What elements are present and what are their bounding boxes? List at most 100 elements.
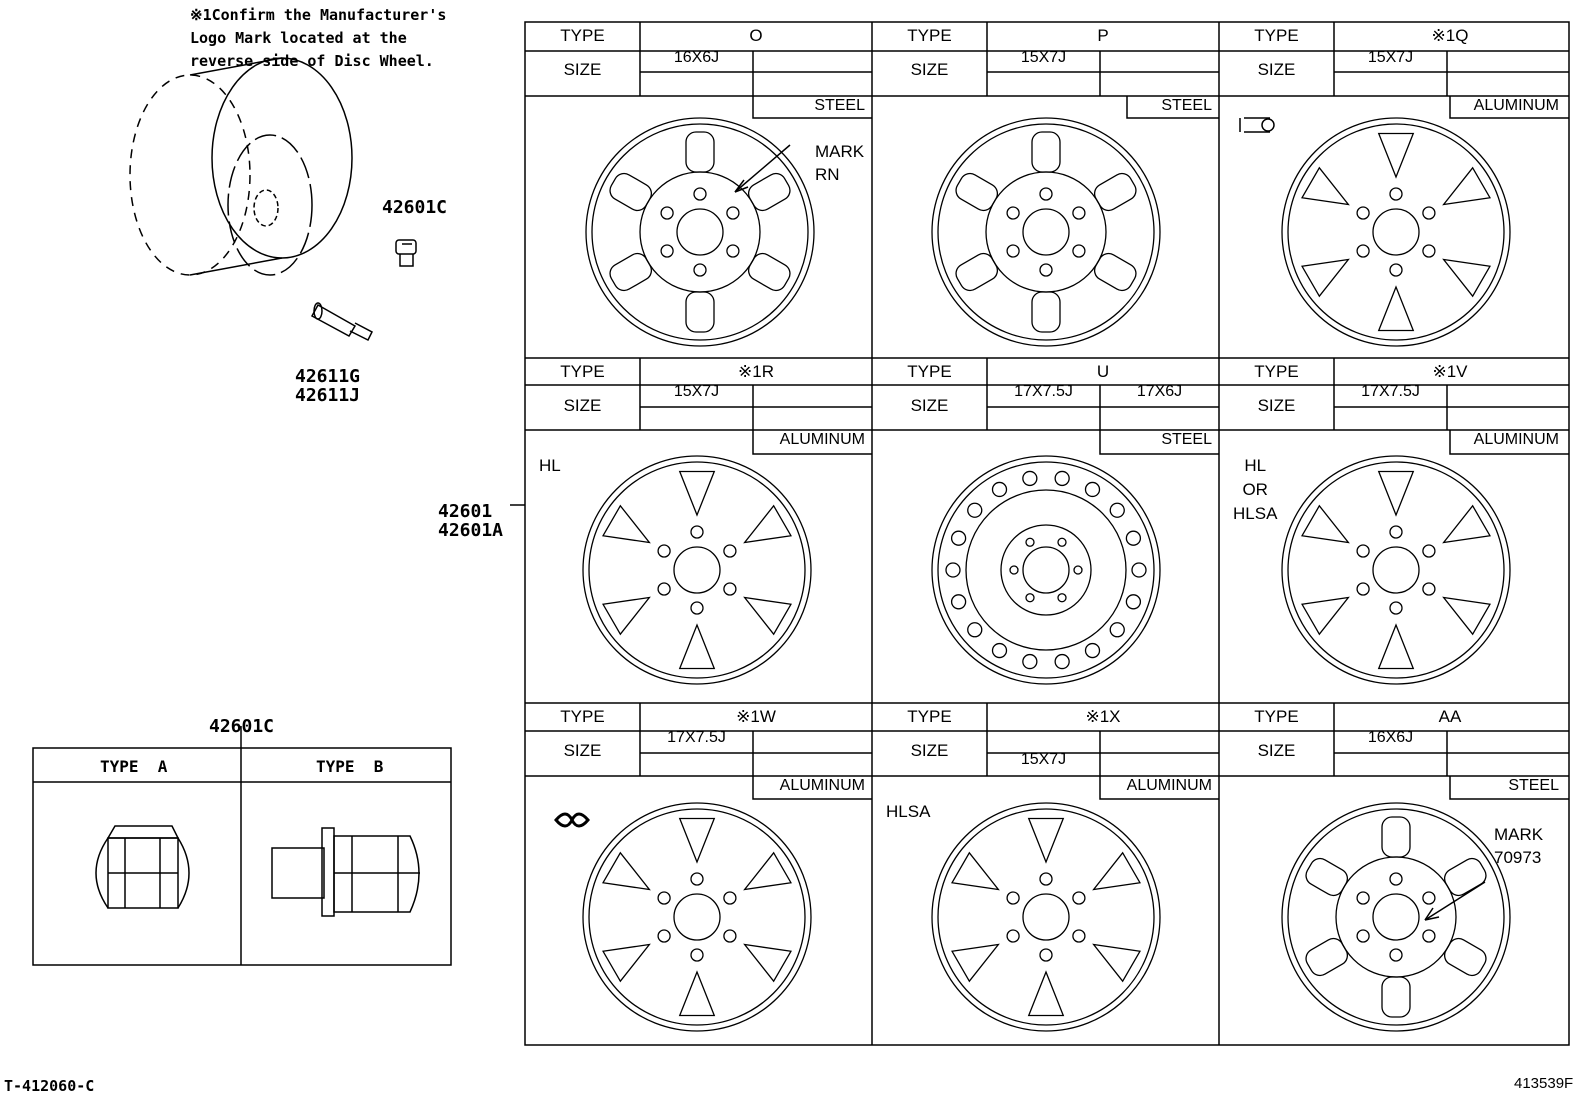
wheel-rim-inner bbox=[1287, 123, 1505, 341]
wheel-spoke-opening bbox=[602, 943, 651, 983]
wheel-vent-hole bbox=[1084, 642, 1101, 659]
wheel-lug-hole bbox=[1422, 891, 1436, 905]
wheel-lug-hole bbox=[1025, 593, 1035, 603]
wheel-rim-inner bbox=[937, 123, 1155, 341]
wheel-lug-hole bbox=[1039, 872, 1053, 886]
type-label: TYPE bbox=[907, 707, 952, 726]
wheel-vent-hole bbox=[945, 562, 961, 578]
wheel-size-value: 15X7J bbox=[1367, 49, 1414, 66]
part-number-valve-2: 42611J bbox=[295, 385, 361, 406]
wheel-vent-hole bbox=[950, 530, 967, 546]
wheel-spoke-opening bbox=[1377, 132, 1415, 179]
wheel-lug-hole bbox=[723, 929, 737, 943]
wheel-hub-hole bbox=[1372, 546, 1420, 594]
wheel-lug-hole bbox=[1073, 565, 1083, 575]
wheel-window bbox=[1093, 172, 1137, 212]
wheel-grade-tag: HLSA bbox=[886, 802, 931, 821]
nut-type-b-icon bbox=[271, 827, 420, 917]
wheel-lug-hole bbox=[723, 891, 737, 905]
wheel-lug-hole bbox=[1072, 206, 1086, 220]
wheel-lug-hole bbox=[1356, 891, 1370, 905]
wheel-window bbox=[1443, 857, 1487, 897]
type-label: TYPE bbox=[1254, 707, 1299, 726]
type-label: TYPE bbox=[560, 26, 605, 45]
wheel-rim-inner bbox=[1287, 461, 1505, 679]
wheel-lug-hole bbox=[1006, 891, 1020, 905]
wheel-spoke-opening bbox=[1442, 596, 1491, 636]
footer-right-code: 413539F bbox=[1514, 1075, 1574, 1092]
size-label: SIZE bbox=[1257, 60, 1296, 79]
wheel-lug-hole bbox=[1356, 244, 1370, 258]
part-number-valve-1: 42611G bbox=[295, 366, 361, 387]
wheel-grade-tag: HL OR HLSA bbox=[1233, 456, 1278, 523]
wheel-lug-hole bbox=[693, 263, 707, 277]
wheel-window bbox=[1381, 976, 1411, 1018]
wheel-mark-label: MARK 70973 bbox=[1494, 825, 1544, 867]
type-label: TYPE bbox=[1254, 26, 1299, 45]
wheel-vent-hole bbox=[1054, 653, 1070, 670]
part-number-wheel-2: 42601A bbox=[438, 520, 504, 541]
wheel-lug-hole bbox=[1025, 537, 1035, 547]
wheel-lug-hole bbox=[1039, 948, 1053, 962]
wheel-lug-hole bbox=[1356, 544, 1370, 558]
wheel-window bbox=[1305, 937, 1349, 977]
type-label: TYPE bbox=[907, 362, 952, 381]
wheel-lug-hole bbox=[660, 244, 674, 258]
wheel-hub-hole bbox=[1022, 208, 1070, 256]
wheel-spoke-opening bbox=[1301, 596, 1350, 636]
wheel-window bbox=[955, 172, 999, 212]
wheel-window bbox=[685, 291, 715, 333]
size-label: SIZE bbox=[1257, 396, 1296, 415]
wheel-lug-hole bbox=[1039, 187, 1053, 201]
wheel-rim-inner bbox=[1287, 808, 1505, 1026]
wheel-lug-hole bbox=[1356, 582, 1370, 596]
wheel-lug-hole bbox=[1422, 929, 1436, 943]
footer-left-code: T-412060-C bbox=[4, 1077, 95, 1095]
wheel-vent-hole bbox=[991, 481, 1008, 498]
wheel-type-value: U bbox=[1096, 362, 1110, 381]
wheel-lug-hole bbox=[1009, 565, 1019, 575]
wheel-lug-hole bbox=[657, 582, 671, 596]
wheel-spoke-opening bbox=[1301, 166, 1350, 206]
wheel-rim-inner bbox=[588, 461, 806, 679]
wheel-spoke-opening bbox=[1027, 970, 1065, 1017]
wheel-mark-label: MARK RN bbox=[815, 142, 865, 184]
wheel-rim-outer bbox=[931, 117, 1161, 347]
wheel-size-value: 16X6J bbox=[673, 49, 720, 66]
wheel-rim-inner bbox=[937, 808, 1155, 1026]
wheel-spoke-opening bbox=[678, 970, 716, 1017]
wheel-spoke-opening bbox=[743, 851, 792, 891]
wheel-rim-outer bbox=[1281, 455, 1511, 685]
wheel-lug-hole bbox=[1389, 872, 1403, 886]
wheel-spoke-opening bbox=[602, 851, 651, 891]
wheel-rim-outer bbox=[931, 802, 1161, 1032]
wheel-window bbox=[1031, 291, 1061, 333]
size-label: SIZE bbox=[563, 741, 602, 760]
wheel-hub-hole bbox=[1022, 893, 1070, 941]
size-label: SIZE bbox=[910, 60, 949, 79]
wheel-size-value-lower: 15X7J bbox=[1020, 751, 1067, 768]
wheel-size-value-2: 17X6J bbox=[1136, 383, 1183, 400]
wheel-type-value: ※1W bbox=[736, 707, 776, 726]
type-label: TYPE bbox=[560, 362, 605, 381]
wheel-hub-hole bbox=[673, 546, 721, 594]
wheel-lug-hole bbox=[1057, 593, 1067, 603]
part-number-hub-bolt: 42601C bbox=[382, 197, 448, 218]
wheel-vent-hole bbox=[1125, 594, 1142, 610]
wheel-rim-outer bbox=[585, 117, 815, 347]
wheel-spoke-opening bbox=[1301, 258, 1350, 298]
logo-note: ※1Confirm the Manufacturer's Logo Mark l… bbox=[190, 6, 447, 70]
wheel-vent-hole bbox=[1022, 470, 1038, 487]
wheel-hub-hole bbox=[673, 893, 721, 941]
wheel-material: ALUMINUM bbox=[1473, 97, 1559, 114]
wheel-material: STEEL bbox=[1508, 777, 1559, 794]
wheel-window bbox=[747, 252, 791, 292]
wheel-vent-hole bbox=[1054, 470, 1070, 487]
wheel-vent-hole bbox=[967, 502, 983, 518]
wheel-material: STEEL bbox=[814, 97, 865, 114]
wheel-vent-hole bbox=[950, 594, 967, 610]
size-label: SIZE bbox=[1257, 741, 1296, 760]
nut-type-a-icon bbox=[95, 825, 190, 909]
wheel-window bbox=[609, 252, 653, 292]
